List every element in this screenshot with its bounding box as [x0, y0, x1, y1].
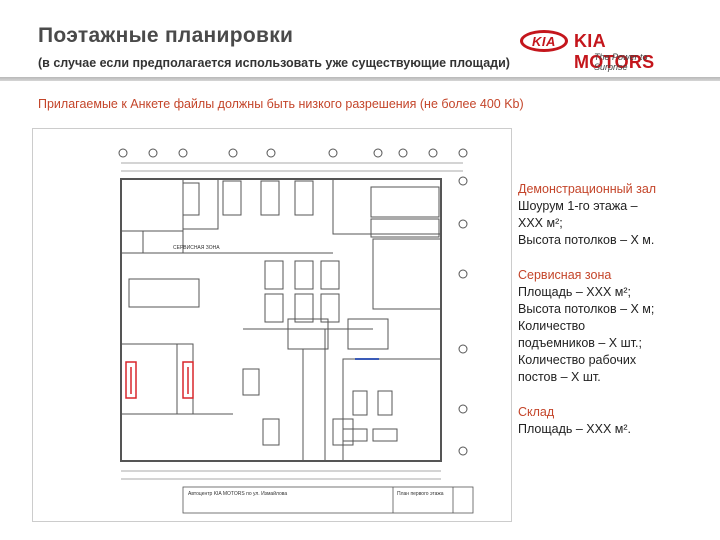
page-title: Поэтажные планировки — [38, 24, 294, 47]
service-line: Высота потолков – Х м; — [518, 302, 655, 316]
service-heading: Сервисная зона — [518, 268, 612, 282]
showroom-line: Шоурум 1-го этажа – — [518, 199, 638, 213]
service-line: Количество рабочих — [518, 353, 637, 367]
header-divider — [0, 77, 720, 81]
service-info: Сервисная зона Площадь – ХХХ м²; Высота … — [518, 267, 708, 386]
service-line: постов – Х шт. — [518, 370, 601, 384]
file-size-note: Прилагаемые к Анкете файлы должны быть н… — [38, 97, 524, 111]
axis-markers — [118, 148, 468, 456]
floor-plan-svg: СЕРВИСНАЯ ЗОНА Автоцентр KIA MOTORS по у… — [118, 148, 474, 514]
service-line: подъемников – Х шт.; — [518, 336, 642, 350]
title-block — [182, 486, 474, 514]
warehouse-heading: Склад — [518, 405, 555, 419]
service-line: Количество — [518, 319, 586, 333]
service-line: Площадь – ХХХ м²; — [518, 285, 632, 299]
showroom-line: Высота потолков – Х м. — [518, 233, 655, 247]
warehouse-line: Площадь – ХХХ м². — [518, 422, 632, 436]
kia-emblem-icon: KIA — [520, 30, 568, 52]
floor-info-sidebar: Демонстрационный зал Шоурум 1-го этажа –… — [518, 181, 708, 456]
page-subtitle: (в случае если предполагается использова… — [38, 56, 510, 70]
showroom-info: Демонстрационный зал Шоурум 1-го этажа –… — [518, 181, 708, 249]
red-lift-marks — [125, 361, 194, 399]
showroom-line: ХХХ м²; — [518, 216, 563, 230]
title-block-name: Автоцентр KIA MOTORS по ул. Измайлова — [188, 490, 287, 497]
title-block-sheet: План первого этажа — [397, 491, 444, 497]
logo-brand-text: KIA MOTORS — [574, 31, 655, 72]
service-zone-label: СЕРВИСНАЯ ЗОНА — [173, 245, 220, 251]
floor-plan-drawing: СЕРВИСНАЯ ЗОНА Автоцентр KIA MOTORS по у… — [32, 128, 512, 522]
logo-tagline: The Power to Surprise — [594, 52, 648, 72]
showroom-heading: Демонстрационный зал — [518, 182, 657, 196]
warehouse-info: Склад Площадь – ХХХ м². — [518, 404, 708, 438]
kia-motors-logo: KIA KIA MOTORS The Power to Surprise — [520, 22, 680, 72]
